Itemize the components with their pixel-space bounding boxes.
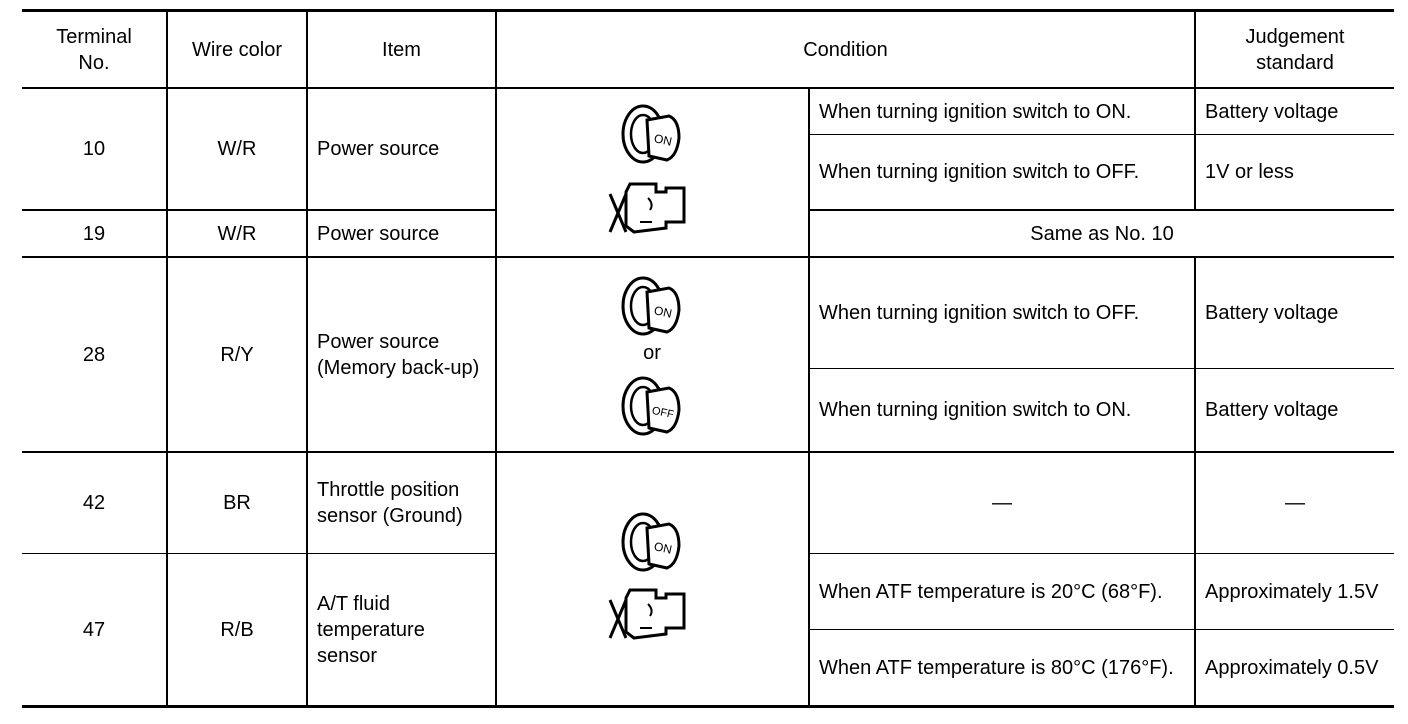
row-19-terminal: 19: [82, 222, 106, 245]
row-42-bottom-rule-right: [808, 553, 1394, 554]
col-rule-wire: [306, 11, 308, 706]
row-47-inner-rule: [1194, 629, 1394, 630]
row-47-condition-2: When ATF temperature is 80°C (176°F).: [819, 656, 1174, 679]
row-28-or-label: or: [643, 342, 661, 364]
header-item: Item: [382, 38, 421, 61]
row-28-terminal: 28: [82, 343, 106, 366]
row-42-wire-color: BR: [223, 492, 251, 514]
row-10-judgement-1: Battery voltage: [1205, 100, 1339, 123]
row-47-wire-color: R/B: [220, 618, 254, 641]
row-42-bottom-rule-left: [22, 553, 496, 554]
row-10-condition-2: When turning ignition switch to OFF.: [819, 161, 1140, 183]
row-10-terminal: 10: [82, 138, 106, 160]
header-condition: Condition: [803, 38, 888, 61]
row-10-bottom-rule-right: [808, 209, 1394, 211]
row-47-judgement-2: Approximately 0.5V: [1205, 656, 1379, 679]
engine-stopped-icon: [608, 588, 686, 640]
col-rule-judgement-head: [1194, 11, 1196, 210]
row-10-bottom-rule-left: [22, 209, 496, 211]
key-on-label: ON: [653, 131, 674, 148]
col-rule-item: [495, 11, 497, 706]
row-10-wire-color: W/R: [217, 138, 257, 160]
engine-stopped-icon: [608, 182, 686, 234]
col-rule-terminal: [166, 11, 168, 706]
row-28-judgement-2: Battery voltage: [1205, 399, 1339, 421]
row-47-item: A/T fluid temperature sensor: [317, 592, 425, 667]
row-19-wire-color: W/R: [217, 222, 257, 245]
key-off-label: OFF: [651, 405, 675, 421]
row-47-judgement-1: Approximately 1.5V: [1205, 580, 1379, 603]
row-42-condition: —: [992, 492, 1012, 514]
header-terminal-no: Terminal No.: [56, 25, 132, 74]
row-42-terminal: 42: [82, 492, 106, 514]
row-28-judgement-1: Battery voltage: [1205, 302, 1339, 324]
row-42-judgement: —: [1285, 492, 1305, 514]
row-19-item: Power source: [317, 222, 440, 245]
row-10-judgement-2: 1V or less: [1205, 161, 1294, 183]
row-10-condition-1: When turning ignition switch to ON.: [819, 100, 1132, 123]
col-rule-judgement-mid: [1194, 257, 1196, 706]
row-47-inner-rule-cond: [808, 629, 1194, 630]
row-28-condition-2: When turning ignition switch to ON.: [819, 399, 1132, 421]
ignition-key-off-icon: OFF: [621, 376, 681, 436]
table-bottom-rule: [22, 705, 1394, 708]
row-28-bottom-rule: [22, 451, 1394, 453]
row-10-inner-rule: [808, 134, 1394, 135]
ignition-key-on-icon: ON: [621, 512, 681, 572]
ignition-key-on-icon: ON: [621, 276, 681, 336]
ignition-key-on-icon: ON: [621, 104, 681, 164]
row-47-condition-1: When ATF temperature is 20°C (68°F).: [819, 580, 1163, 603]
row-28-condition-1: When turning ignition switch to OFF.: [819, 302, 1140, 324]
row-42-item: Throttle position sensor (Ground): [317, 479, 463, 527]
col-rule-icon-top: [808, 88, 810, 706]
table-top-rule: [22, 9, 1394, 12]
row-28-wire-color: R/Y: [220, 343, 254, 366]
row-19-merged-condition: Same as No. 10: [1030, 222, 1174, 245]
row-10-item: Power source: [317, 138, 440, 160]
header-judgement-standard: Judgement standard: [1245, 25, 1345, 74]
row-28-item: Power source (Memory back-up): [317, 330, 480, 379]
key-on-label: ON: [653, 303, 674, 320]
row-28-inner-rule: [808, 368, 1394, 369]
key-on-label: ON: [653, 539, 674, 556]
header-bottom-rule: [22, 87, 1394, 89]
row-19-bottom-rule: [22, 256, 1394, 258]
row-47-terminal: 47: [82, 618, 106, 641]
header-wire-color: Wire color: [191, 38, 282, 61]
